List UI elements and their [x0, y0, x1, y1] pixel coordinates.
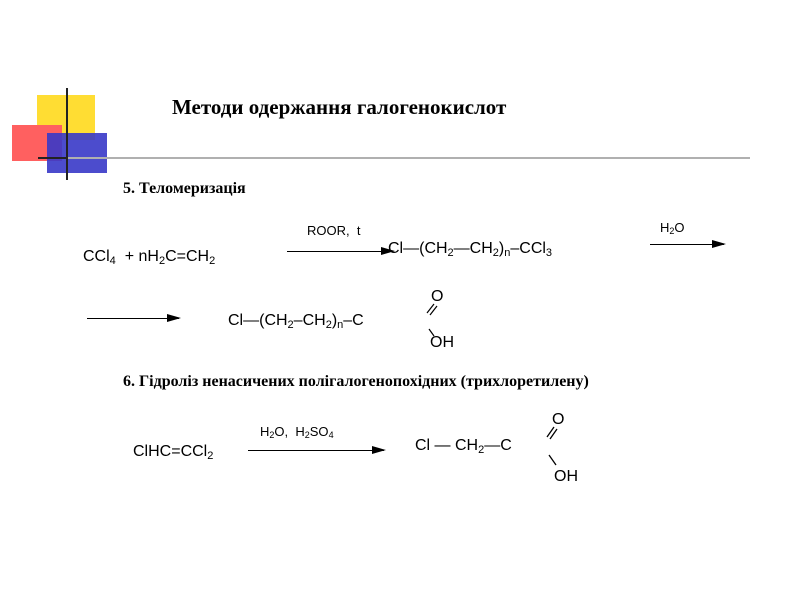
- carboxyl-bonds: [546, 426, 558, 466]
- section5-heading: 5. Теломеризація: [123, 180, 246, 197]
- formula-subscript: 2: [669, 226, 675, 236]
- condition-h2o-h2so4: H2O, H2SO4: [260, 424, 334, 440]
- chloroacetic-hydroxyl: OH: [554, 468, 578, 485]
- reaction-arrow: [650, 240, 726, 248]
- reaction-arrow: [287, 247, 395, 255]
- formula-text: O: [674, 220, 685, 235]
- reactant-ccl4-ethylene: CCl4 + nH2C=CH2: [83, 248, 216, 267]
- formula-text: C=CH: [165, 248, 210, 265]
- carboxyl-bonds: [426, 303, 438, 337]
- product-carbonyl-o: O: [431, 288, 444, 305]
- formula-text: –C: [343, 312, 364, 329]
- formula-subscript: 2: [447, 247, 454, 259]
- title-rule: [68, 157, 750, 159]
- formula-text: Cl — CH: [415, 437, 479, 454]
- formula-text: —CH: [453, 240, 493, 257]
- formula-subscript: 2: [492, 247, 499, 259]
- formula-subscript: 2: [287, 319, 294, 331]
- product-chain: Cl—(CH2–CH2)n–C: [228, 312, 364, 331]
- formula-subscript: 2: [325, 319, 332, 331]
- formula-subscript: 2: [158, 255, 166, 267]
- formula-text: Cl—(CH: [388, 240, 448, 257]
- condition-roor: ROOR, t: [307, 223, 360, 238]
- intermediate-formula: Cl—(CH2—CH2)n–CCl3: [388, 240, 553, 259]
- formula-text: CCl: [83, 248, 110, 265]
- formula-subscript: 2: [478, 444, 485, 456]
- formula-text: H: [147, 248, 159, 265]
- formula-text: SO: [309, 424, 329, 439]
- formula-text: H: [660, 220, 670, 235]
- chloroacetic-carbonyl-o: O: [552, 411, 565, 428]
- formula-subscript: n: [504, 247, 511, 259]
- formula-text: + n: [115, 248, 148, 265]
- page-title: Методи одержання галогенокислот: [172, 95, 507, 119]
- reaction-arrow: [87, 314, 181, 322]
- formula-text: ClHC=CCl: [133, 443, 208, 460]
- formula-subscript: 3: [545, 247, 553, 259]
- formula-subscript: 4: [109, 255, 116, 267]
- vertical-line: [66, 88, 68, 180]
- formula-text: ): [331, 312, 338, 329]
- formula-text: –CCl: [510, 240, 546, 257]
- formula-text: —C: [484, 437, 512, 454]
- formula-text: ): [498, 240, 505, 257]
- formula-subscript: 2: [269, 430, 275, 440]
- formula-text: –CH: [293, 312, 326, 329]
- reaction-arrow: [248, 446, 386, 454]
- chloroacetic-chain: Cl — CH2—C: [415, 437, 512, 456]
- formula-text: O, H: [274, 424, 305, 439]
- formula-text: ROOR, t: [307, 223, 361, 238]
- formula-subscript: 2: [304, 430, 310, 440]
- reactant-trichloroethylene: ClHC=CCl2: [133, 443, 214, 462]
- horizontal-line: [38, 157, 70, 159]
- formula-subscript: n: [337, 319, 344, 331]
- formula-subscript: 4: [328, 430, 334, 440]
- section6-heading: 6. Гідроліз ненасичених полігалогенопохі…: [123, 373, 589, 390]
- blue-square: [47, 133, 107, 173]
- product-hydroxyl: OH: [430, 334, 454, 351]
- formula-subscript: 2: [207, 450, 214, 462]
- condition-h2o: H2O: [660, 220, 685, 236]
- formula-subscript: 2: [209, 255, 216, 267]
- formula-text: Cl—(CH: [228, 312, 288, 329]
- formula-text: H: [260, 424, 270, 439]
